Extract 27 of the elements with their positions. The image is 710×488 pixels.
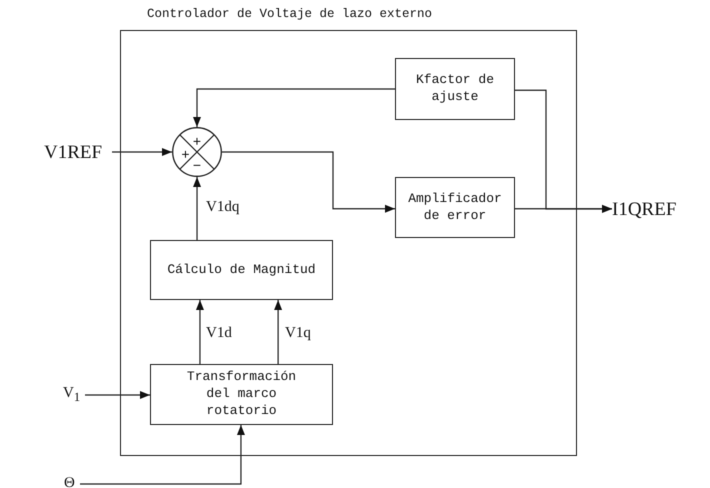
frame-title: Controlador de Voltaje de lazo externo bbox=[147, 7, 432, 21]
box-label: Cálculo de Magnitud bbox=[166, 262, 317, 278]
connector-arrow bbox=[222, 151, 395, 213]
process-box bbox=[395, 177, 515, 238]
signal-label: I1QREF bbox=[612, 199, 702, 219]
process-box bbox=[150, 240, 333, 300]
box-label: Amplificador de error bbox=[407, 190, 503, 224]
connector-arrow bbox=[80, 425, 245, 485]
connector-arrow bbox=[193, 88, 395, 127]
sign-label: + bbox=[192, 134, 202, 148]
connector-arrow bbox=[196, 300, 204, 364]
connector-arrow bbox=[515, 90, 612, 213]
connector-arrow bbox=[112, 148, 172, 156]
box-label: Kfactor de ajuste bbox=[414, 72, 495, 106]
process-box bbox=[395, 58, 515, 120]
box-label: Transformación del marco rotatorio bbox=[186, 369, 298, 420]
connector-arrow bbox=[193, 177, 202, 240]
signal-label: Θ bbox=[64, 473, 80, 488]
edge-label: V1dq bbox=[205, 200, 240, 215]
edge-label: V1q bbox=[284, 326, 312, 341]
process-box bbox=[150, 364, 333, 425]
sign-label: + bbox=[181, 146, 190, 160]
connector-arrow bbox=[274, 300, 282, 364]
signal-label: V$_{1}$ bbox=[63, 385, 85, 405]
connector-arrow bbox=[85, 391, 150, 399]
sign-label: − bbox=[192, 158, 202, 172]
signal-label: V1REF bbox=[44, 142, 112, 162]
